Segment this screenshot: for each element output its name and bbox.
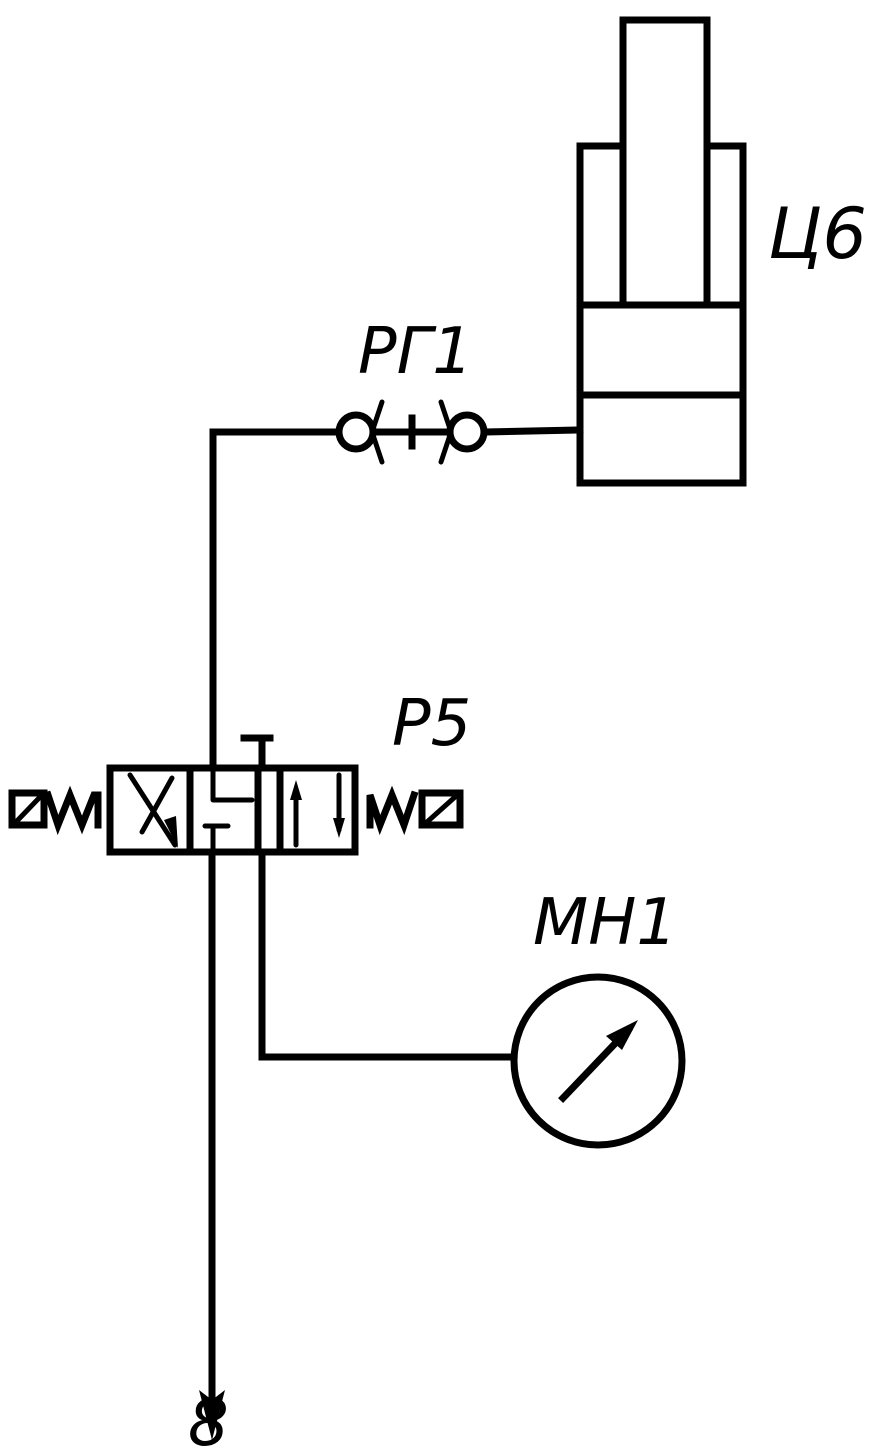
valve-body <box>106 764 359 856</box>
solenoid-left <box>8 789 48 829</box>
cylinder-barrel <box>576 142 747 487</box>
pressure-gauge-mn1 <box>510 973 686 1149</box>
gauge-dial <box>510 973 686 1149</box>
valve-center-t2 <box>202 823 231 853</box>
label-cylinder: Ц6 <box>768 193 867 275</box>
spring-left <box>43 785 102 836</box>
label-gauge: МН1 <box>533 886 677 960</box>
piping <box>208 426 584 1399</box>
valve-parallel-down-arrow <box>333 818 345 838</box>
valve-p5 <box>106 764 359 856</box>
check-ball-right <box>446 411 488 453</box>
pipe-cylinder <box>480 426 584 436</box>
solenoid-right <box>418 789 464 829</box>
label-throttle: РГ1 <box>358 315 473 389</box>
spring-right <box>366 785 419 836</box>
outlet-arrow <box>199 1390 225 1440</box>
solenoid-left-slash <box>13 794 43 825</box>
valve-parallel-up-arrow <box>290 780 302 800</box>
cylinder-rod <box>619 16 711 309</box>
valve-center-t1 <box>210 767 255 803</box>
solenoid-right-slash <box>424 794 458 825</box>
check-ball-left <box>335 411 377 453</box>
cylinder-c6 <box>576 16 747 487</box>
label-outlet: 8 <box>188 1387 229 1451</box>
actuator-left <box>8 785 102 836</box>
label-valve: Р5 <box>392 687 471 761</box>
valve-cross-2 <box>139 775 175 835</box>
pipe-gauge <box>258 848 516 1061</box>
actuator-right <box>366 785 464 836</box>
valve-cross-arrow <box>164 816 178 848</box>
gauge-needle-head <box>606 1020 638 1050</box>
